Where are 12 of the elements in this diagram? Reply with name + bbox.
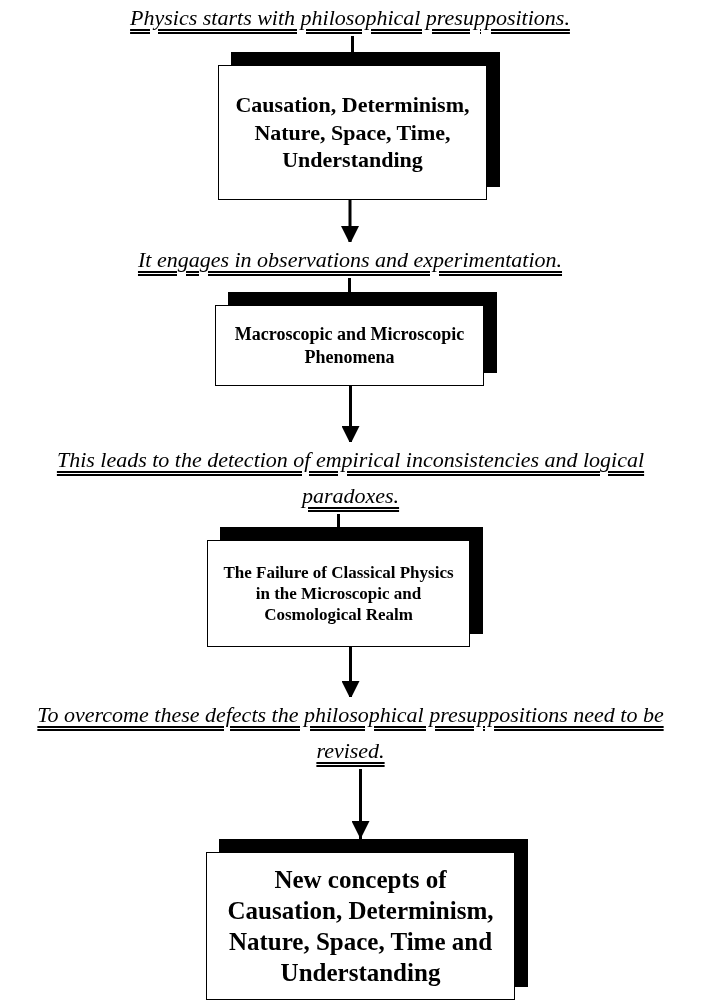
- box-text: Macroscopic and Microscopic Phenomena: [233, 323, 466, 369]
- arrow: [351, 767, 370, 839]
- concept-box: [215, 292, 497, 386]
- arrow: [341, 386, 360, 444]
- concept-box: [206, 839, 528, 1000]
- box-text: New concepts of Causation, Determinism, Nature, Space, Time and Understanding: [226, 864, 495, 989]
- box-text: Causation, Determinism, Nature, Space, Time, Understanding: [234, 91, 471, 175]
- arrow: [341, 200, 359, 244]
- concept-box: [218, 52, 500, 200]
- concept-box: [207, 527, 483, 647]
- arrow: [341, 647, 360, 699]
- box-text: The Failure of Classical Physics in the Microscopic and Cosmological Realm: [222, 561, 455, 627]
